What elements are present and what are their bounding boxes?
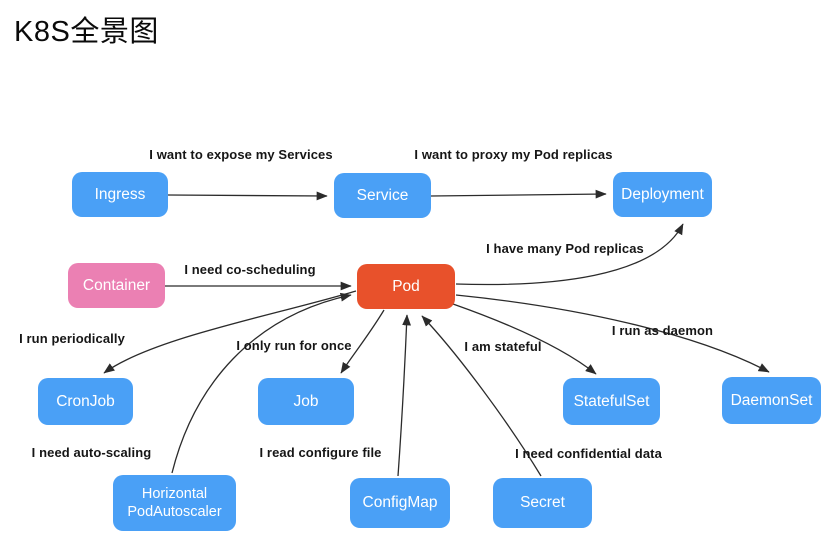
edge-label-pod-cronjob: I run periodically: [19, 331, 125, 346]
node-horizontal-pod-autoscaler-label: Horizontal PodAutoscaler: [127, 485, 222, 520]
node-container-label: Container: [82, 276, 151, 294]
node-horizontal-pod-autoscaler: Horizontal PodAutoscaler: [113, 475, 236, 531]
node-deployment: Deployment: [613, 172, 712, 217]
node-cronjob-label: CronJob: [56, 392, 115, 410]
node-pod-label: Pod: [392, 277, 420, 295]
node-container: Container: [68, 263, 165, 308]
edge-pod-statefulset: [452, 303, 597, 375]
edge-label-ingress-service: I want to expose my Services: [149, 147, 333, 162]
node-ingress-label: Ingress: [94, 185, 146, 203]
node-deployment-label: Deployment: [621, 185, 704, 203]
node-configmap: ConfigMap: [350, 478, 450, 528]
node-statefulset: StatefulSet: [563, 378, 660, 425]
edge-pod-deployment: [455, 223, 684, 286]
node-service-label: Service: [356, 186, 409, 204]
page-title: K8S全景图: [14, 16, 159, 48]
node-cronjob: CronJob: [38, 378, 133, 425]
edge-configmap-pod: [397, 314, 411, 477]
node-secret-label: Secret: [520, 494, 565, 512]
edge-label-container-pod: I need co-scheduling: [184, 262, 316, 277]
edge-label-secret-pod: I need confidential data: [515, 446, 662, 461]
edge-hpa-pod: [171, 292, 352, 474]
node-statefulset-label: StatefulSet: [573, 392, 650, 410]
edge-label-hpa-pod: I need auto-scaling: [31, 445, 152, 460]
node-job-label: Job: [293, 392, 319, 410]
edge-service-deployment: [430, 189, 607, 199]
node-daemonset-label: DaemonSet: [730, 391, 813, 409]
node-secret: Secret: [493, 478, 592, 528]
edge-label-pod-job: I only run for once: [236, 338, 352, 353]
edge-pod-job: [340, 309, 385, 374]
node-pod: Pod: [357, 264, 455, 309]
edge-label-pod-statefulset: I am stateful: [464, 339, 542, 354]
node-ingress: Ingress: [72, 172, 168, 217]
edge-label-pod-deployment: I have many Pod replicas: [486, 241, 644, 256]
edge-pod-daemonset: [455, 294, 770, 373]
edge-pod-cronjob: [103, 290, 357, 374]
node-service: Service: [334, 173, 431, 218]
node-job: Job: [258, 378, 354, 425]
edge-label-configmap-pod: I read configure file: [259, 445, 382, 460]
node-daemonset: DaemonSet: [722, 377, 821, 424]
edge-label-pod-daemonset: I run as daemon: [611, 323, 714, 338]
node-configmap-label: ConfigMap: [362, 494, 438, 512]
edge-label-service-deployment: I want to proxy my Pod replicas: [414, 147, 613, 162]
edge-ingress-service: [167, 191, 328, 201]
edge-secret-pod: [421, 315, 542, 477]
